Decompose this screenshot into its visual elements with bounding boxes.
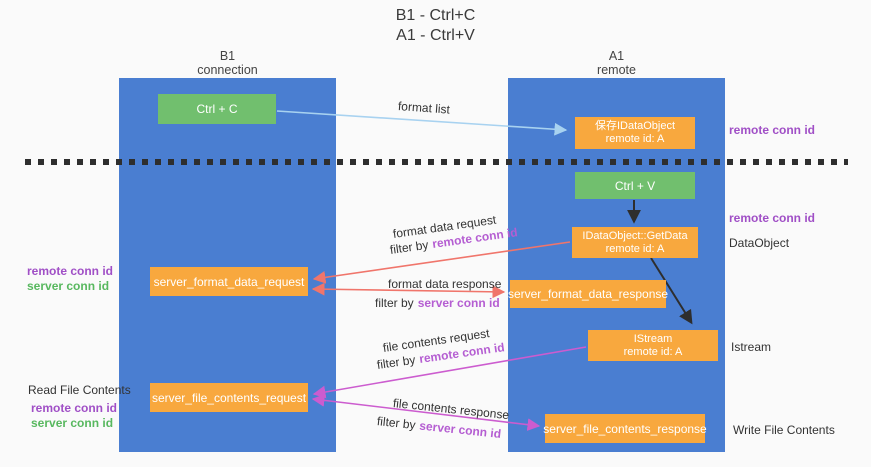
- clipboard-idataobject-box: 保存IDataObject remote id: A: [575, 117, 695, 149]
- server-conn-id-label: server conn id: [31, 416, 114, 430]
- dataobject-label: DataObject: [729, 236, 790, 250]
- server-conn-id-highlight: server conn id: [417, 296, 500, 310]
- remote-conn-id-label: remote conn id: [27, 264, 114, 278]
- istream-box: IStream remote id: A: [588, 330, 718, 361]
- ctrl-c-label: Ctrl + C: [196, 102, 238, 116]
- clipboard-box-line2: remote id: A: [605, 133, 665, 145]
- lane-b1-title: B1: [219, 49, 236, 63]
- filter-by-text: filter by: [376, 352, 417, 372]
- getdata-box-line1: IDataObject::GetData: [582, 229, 688, 242]
- server-conn-id-highlight: server conn id: [418, 418, 502, 441]
- istream-box-line2: remote id: A: [623, 345, 683, 358]
- format-conn-id-group: remote conn id server conn id: [27, 264, 113, 294]
- read-file-contents-label: Read File Contents: [28, 383, 131, 397]
- ctrl-v-box: Ctrl + V: [575, 172, 695, 199]
- format-data-response-label: format data response: [388, 277, 502, 291]
- istream-side-label: Istream: [731, 340, 772, 354]
- lane-a1-title: A1: [608, 49, 625, 63]
- diagram-title: B1 - Ctrl+C A1 - Ctrl+V: [0, 6, 871, 46]
- file-conn-id-group: remote conn id server conn id: [31, 401, 117, 431]
- server-conn-id-label: server conn id: [27, 279, 110, 293]
- clipboard-box-line1: 保存IDataObject: [594, 120, 676, 132]
- title-line-1: B1 - Ctrl+C: [395, 7, 476, 24]
- server-format-data-request-label: server_format_data_request: [153, 274, 305, 289]
- istream-box-line1: IStream: [633, 332, 673, 345]
- format-list-label: format list: [397, 99, 451, 117]
- remote-conn-id-label-mid: remote conn id: [729, 211, 816, 225]
- filter-by-text: filter by: [375, 296, 414, 310]
- ctrl-c-box: Ctrl + C: [158, 94, 276, 124]
- remote-conn-id-label-top: remote conn id: [729, 123, 816, 137]
- idataobject-getdata-box: IDataObject::GetData remote id: A: [572, 227, 698, 258]
- write-file-contents-label: Write File Contents: [733, 423, 835, 437]
- ctrl-v-label: Ctrl + V: [614, 178, 656, 193]
- lane-a1-subtitle: remote: [597, 63, 636, 77]
- remote-conn-id-label: remote conn id: [31, 401, 118, 415]
- server-format-data-response-box: server_format_data_response: [507, 280, 669, 308]
- server-file-contents-request-box: server_file_contents_request: [150, 383, 308, 412]
- filter-by-text: filter by: [376, 414, 417, 433]
- server-format-data-request-box: server_format_data_request: [150, 267, 308, 296]
- server-file-contents-response-box: server_file_contents_response: [543, 414, 707, 443]
- server-file-contents-response-label: server_file_contents_response: [543, 421, 707, 436]
- server-format-data-response-label: server_format_data_response: [507, 287, 669, 301]
- getdata-box-line2: remote id: A: [605, 242, 665, 255]
- lane-header-a1: A1 remote: [508, 49, 725, 77]
- lane-b1-subtitle: connection: [197, 63, 258, 77]
- server-file-contents-request-label: server_file_contents_request: [151, 390, 307, 405]
- lane-header-b1: B1 connection: [119, 49, 336, 77]
- title-line-2: A1 - Ctrl+V: [396, 27, 475, 44]
